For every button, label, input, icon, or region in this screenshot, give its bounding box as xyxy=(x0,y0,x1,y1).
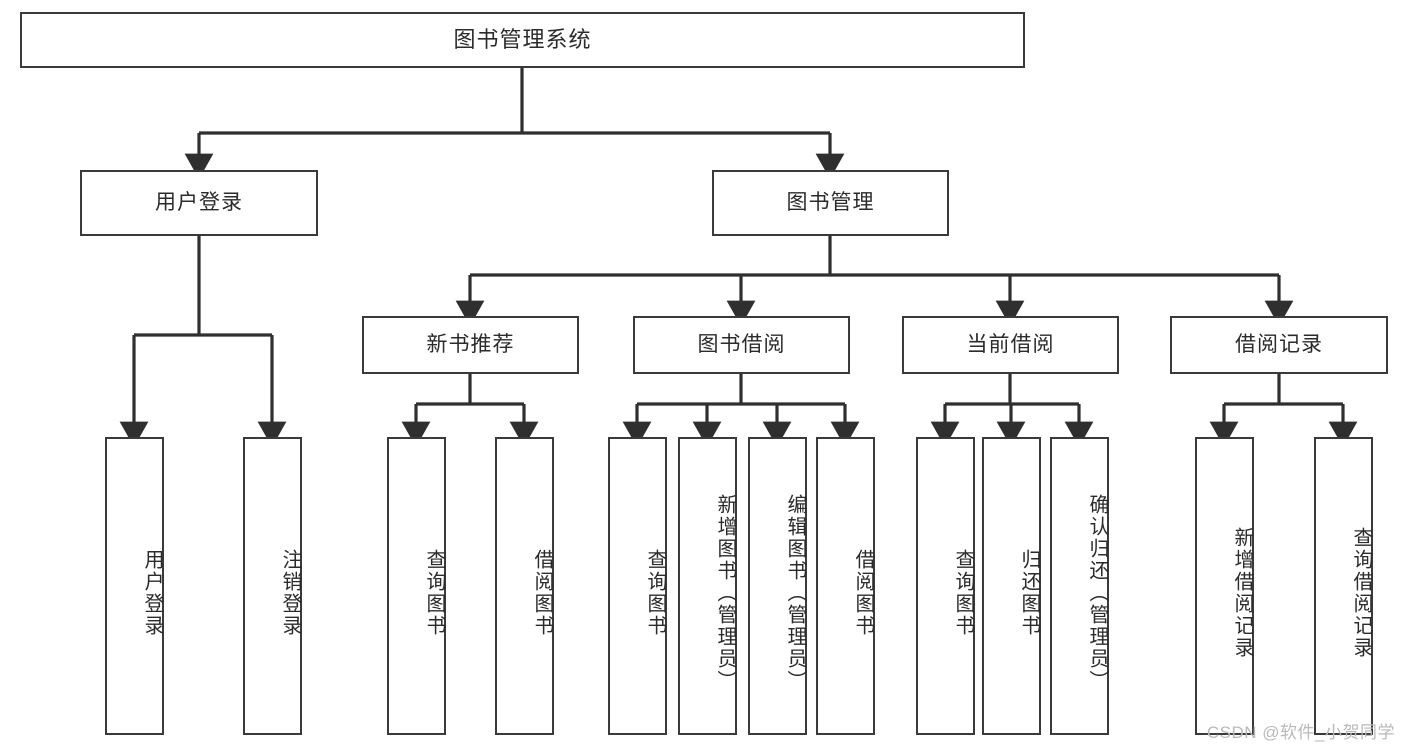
node-leaf-add-book-label: 新增图书（管理员） xyxy=(714,494,736,692)
node-leaf-confirm-return[interactable]: 确认归还（管理员） xyxy=(1050,437,1109,735)
node-leaf-add-record-label: 新增借阅记录 xyxy=(1231,527,1253,659)
node-book-manage-label: 图书管理 xyxy=(786,191,875,215)
node-leaf-logout-login[interactable]: 注销登录 xyxy=(243,437,302,735)
node-leaf-user-login-label: 用户登录 xyxy=(141,549,163,637)
node-leaf-query-book-3-label: 查询图书 xyxy=(952,549,974,637)
node-leaf-query-book-2[interactable]: 查询图书 xyxy=(608,437,667,735)
csdn-watermark: CSDN @软件_小贺同学 xyxy=(1206,723,1395,742)
node-leaf-add-record[interactable]: 新增借阅记录 xyxy=(1195,437,1254,735)
node-new-book-rec-label: 新书推荐 xyxy=(426,333,515,357)
node-leaf-query-book-1-label: 查询图书 xyxy=(423,549,445,637)
node-current-borrow-label: 当前借阅 xyxy=(966,333,1055,357)
node-book-borrow[interactable]: 图书借阅 xyxy=(633,316,850,374)
node-leaf-edit-book-label: 编辑图书（管理员） xyxy=(784,494,806,692)
node-leaf-borrow-book-1[interactable]: 借阅图书 xyxy=(495,437,554,735)
node-leaf-query-record-label: 查询借阅记录 xyxy=(1350,527,1372,659)
node-leaf-return-book[interactable]: 归还图书 xyxy=(982,437,1041,735)
node-leaf-query-record[interactable]: 查询借阅记录 xyxy=(1314,437,1373,735)
node-leaf-query-book-1[interactable]: 查询图书 xyxy=(387,437,446,735)
node-leaf-query-book-3[interactable]: 查询图书 xyxy=(916,437,975,735)
node-root-label: 图书管理系统 xyxy=(453,26,592,52)
node-new-book-rec[interactable]: 新书推荐 xyxy=(362,316,579,374)
node-leaf-return-book-label: 归还图书 xyxy=(1018,549,1040,637)
node-leaf-logout-login-label: 注销登录 xyxy=(279,549,301,637)
node-leaf-query-book-2-label: 查询图书 xyxy=(644,549,666,637)
node-leaf-borrow-book-2-label: 借阅图书 xyxy=(852,549,874,637)
node-user-login-label: 用户登录 xyxy=(155,191,243,215)
node-leaf-borrow-book-1-label: 借阅图书 xyxy=(531,549,553,637)
node-leaf-confirm-return-label: 确认归还（管理员） xyxy=(1086,494,1108,692)
node-leaf-user-login[interactable]: 用户登录 xyxy=(105,437,164,735)
node-borrow-record[interactable]: 借阅记录 xyxy=(1170,316,1388,374)
node-book-borrow-label: 图书借阅 xyxy=(697,333,786,357)
node-leaf-borrow-book-2[interactable]: 借阅图书 xyxy=(816,437,875,735)
node-leaf-edit-book[interactable]: 编辑图书（管理员） xyxy=(748,437,807,735)
node-borrow-record-label: 借阅记录 xyxy=(1235,333,1323,357)
node-root[interactable]: 图书管理系统 xyxy=(20,12,1025,68)
node-user-login[interactable]: 用户登录 xyxy=(80,170,318,236)
node-book-manage[interactable]: 图书管理 xyxy=(712,170,949,236)
node-current-borrow[interactable]: 当前借阅 xyxy=(902,316,1119,374)
node-leaf-add-book[interactable]: 新增图书（管理员） xyxy=(678,437,737,735)
